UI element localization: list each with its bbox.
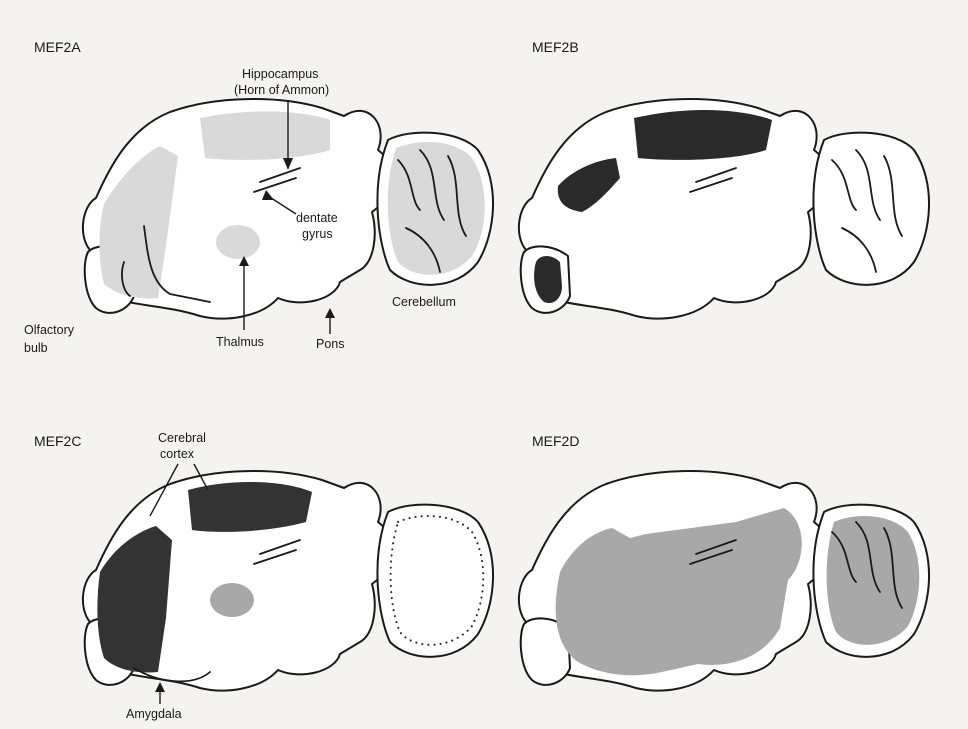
svg-text:bulb: bulb [24,341,48,355]
svg-text:Thalmus: Thalmus [216,335,264,349]
panel-mef2a: MEF2A Hippocampus (Horn of Ammon) dentat… [24,39,493,355]
cerebellum-region [388,142,485,275]
svg-text:cortex: cortex [160,447,195,461]
label-cerebellum: Cerebellum [392,295,456,309]
panel-title-mef2c: MEF2C [34,433,81,449]
label-amygdala: Amygdala [126,682,182,721]
brain-diagram-mef2c [83,471,493,691]
brain-diagram-mef2d [519,471,929,691]
panel-title-mef2b: MEF2B [532,39,579,55]
brain-diagram-mef2b [519,99,929,319]
panel-mef2b: MEF2B [519,39,929,319]
cortex-region [188,482,312,532]
thalamus-region [210,583,254,617]
svg-text:gyrus: gyrus [302,227,333,241]
cerebellum-region [827,516,920,645]
cortex-region [634,110,772,160]
thalamus-region [216,225,260,259]
svg-text:Amygdala: Amygdala [126,707,182,721]
svg-text:Pons: Pons [316,337,345,351]
svg-text:(Horn of Ammon): (Horn of Ammon) [234,83,329,97]
label-olfactory-bulb: Olfactory bulb [24,323,75,355]
svg-text:Cerebral: Cerebral [158,431,206,445]
panel-mef2c: MEF2C Cerebral cortex Amygdala [34,431,493,721]
panel-title-mef2d: MEF2D [532,433,579,449]
panel-title-mef2a: MEF2A [34,39,81,55]
panel-mef2d: MEF2D [519,433,929,691]
svg-text:Olfactory: Olfactory [24,323,75,337]
label-pons: Pons [316,308,345,351]
svg-text:dentate: dentate [296,211,338,225]
svg-text:Hippocampus: Hippocampus [242,67,318,81]
